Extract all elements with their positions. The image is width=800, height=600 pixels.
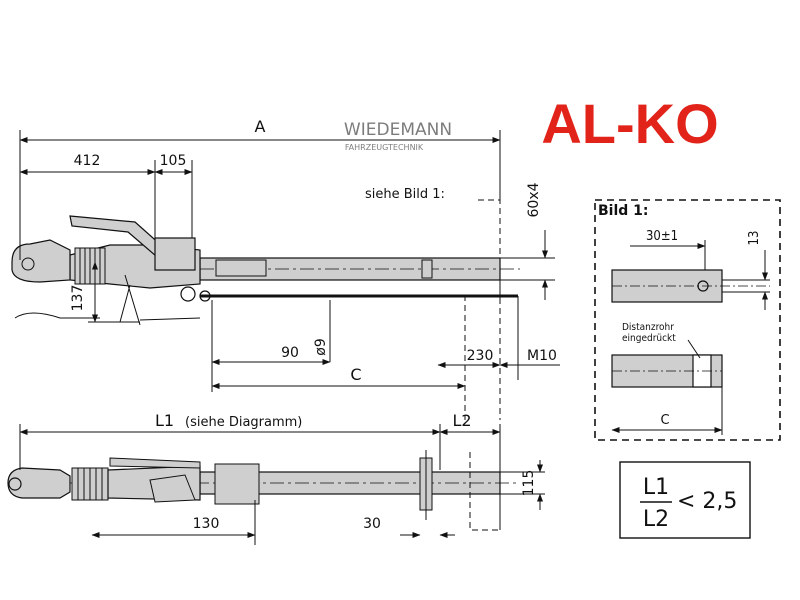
coupling-head-plan [7, 467, 71, 499]
top-view [11, 215, 520, 326]
formula-box: L1 L2 < 2,5 [619, 461, 751, 539]
watermark-sub: FAHRZEUGTECHNIK [345, 143, 424, 152]
siehe-bild-label: siehe Bild 1: [365, 187, 445, 202]
alko-logo: AL-KO [541, 92, 718, 155]
watermark-name: WIEDEMANN [344, 120, 452, 140]
dim-a-label: A [255, 117, 266, 136]
bellows [74, 247, 106, 285]
dim-105-label: 105 [160, 153, 187, 169]
dim-lower-top: 90 ø9 C 230 M10 [211, 296, 560, 392]
dim-60x4: 60x4 [500, 182, 555, 300]
dim-l2-label: L2 [452, 411, 471, 430]
detail-30pm1-label: 30±1 [646, 229, 678, 244]
dim-412-label: 412 [74, 153, 101, 169]
detail-13-label: 13 [747, 231, 762, 246]
dim-c-label: C [350, 365, 361, 384]
handbrake-lever-plan [109, 457, 201, 469]
dim-230-label: 230 [467, 348, 494, 364]
dim-130-label: 130 [193, 516, 220, 532]
detail-c-label: C [660, 413, 669, 428]
dim-30-label: 30 [363, 516, 381, 532]
bottom-view [7, 450, 520, 520]
mounting-plate [154, 237, 196, 271]
dim-l1-l2: L1 (siehe Diagramm) L2 [19, 411, 501, 530]
dim-137: 137 [70, 261, 140, 323]
dim-60x4-label: 60x4 [526, 182, 542, 217]
dim-115-label: 115 [521, 470, 537, 497]
dim-a: A [19, 117, 501, 260]
formula-relation: < 2,5 [677, 489, 737, 514]
detail-title: Bild 1: [598, 203, 649, 219]
detail-bild-1: Bild 1: 30±1 13 Distanzrohr eingedrückt … [594, 199, 781, 441]
dim-l1-note: (siehe Diagramm) [185, 415, 302, 430]
dim-l1-label: L1 [155, 411, 174, 430]
formula-numerator: L1 [643, 475, 669, 500]
detail-note-line1: Distanzrohr [622, 322, 674, 333]
dim-bottom: 130 30 115 [91, 460, 545, 545]
dim-m10-label: M10 [527, 348, 557, 364]
wiedemann-watermark: WIEDEMANN FAHRZEUGTECHNIK [344, 120, 452, 152]
dim-9-label: ø9 [313, 338, 329, 355]
detail-note-line2: eingedrückt [622, 333, 676, 344]
formula-denominator: L2 [643, 507, 669, 532]
dim-412-105: 412 105 [19, 153, 193, 238]
dashed-crossmember [464, 199, 501, 420]
coupling-head [11, 239, 71, 283]
bellows-plan [71, 467, 109, 501]
dim-137-label: 137 [70, 285, 86, 312]
alko-logo-text: AL-KO [541, 92, 718, 155]
dim-90-label: 90 [281, 345, 299, 361]
